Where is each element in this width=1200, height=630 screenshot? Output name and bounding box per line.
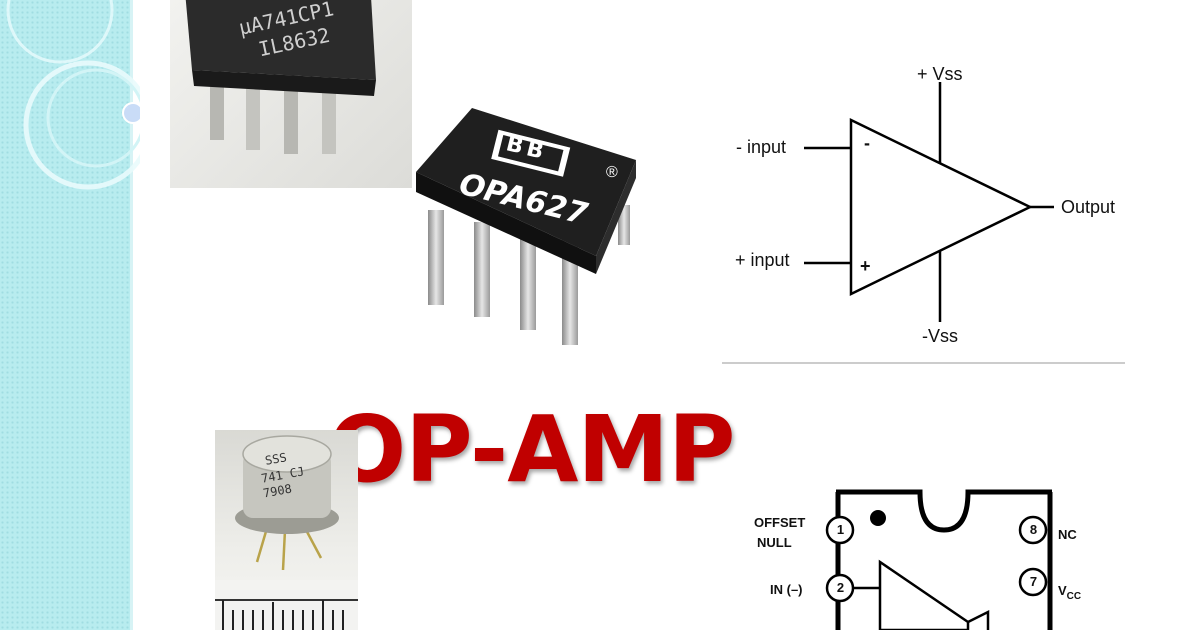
page-title: OP-AMP xyxy=(328,396,735,503)
ruler-ticks xyxy=(222,600,344,630)
photo-741-dip-chip: μA741CP1 IL8632 xyxy=(170,0,412,188)
chip-opa627-drawing xyxy=(416,108,636,345)
package-outline-top xyxy=(836,489,1052,533)
minus-sign: - xyxy=(864,133,870,153)
pin1-label-line2: NULL xyxy=(757,535,792,550)
pin7-label: VCC xyxy=(1058,583,1081,602)
pin2-number: 2 xyxy=(836,580,845,595)
chip-opa627-registered-mark: ® xyxy=(606,164,618,181)
pinout-diagram xyxy=(825,489,1053,630)
opamp-symbol-diagram xyxy=(722,82,1125,364)
plus-input-label: + input xyxy=(735,250,790,270)
pin8-label: NC xyxy=(1058,527,1077,542)
vplus-label: + Vss xyxy=(917,64,963,84)
vminus-label: -Vss xyxy=(922,326,958,346)
pin7-circle xyxy=(1018,567,1048,597)
inner-opamp-triangle xyxy=(878,559,970,630)
photo-741-metal-can: SSS 741 CJ 7908 xyxy=(215,430,358,630)
decorative-left-strip xyxy=(0,0,132,630)
pin1-indicator-dot xyxy=(870,510,886,526)
photo-opa627-chip: BB OPA627 ® xyxy=(410,100,640,350)
chip-741-drawing xyxy=(185,0,376,154)
pin1-circle xyxy=(825,515,855,545)
decorative-circles xyxy=(6,0,140,190)
metal-can-drawing xyxy=(215,435,358,630)
pin8-circle xyxy=(1018,515,1048,545)
pin8-number: 8 xyxy=(1029,522,1038,537)
pin7-number: 7 xyxy=(1029,574,1038,589)
pin1-label-line1: OFFSET xyxy=(754,515,806,530)
output-label: Output xyxy=(1061,197,1116,217)
strip-edge-line xyxy=(130,0,133,630)
plus-sign: + xyxy=(860,256,871,276)
pin7-label-sub: CC xyxy=(1066,591,1082,602)
pin1-number: 1 xyxy=(836,522,845,537)
pin7-label-main: V xyxy=(1058,583,1067,598)
pin2-label: IN (–) xyxy=(770,582,803,597)
minus-input-label: - input xyxy=(736,137,787,157)
